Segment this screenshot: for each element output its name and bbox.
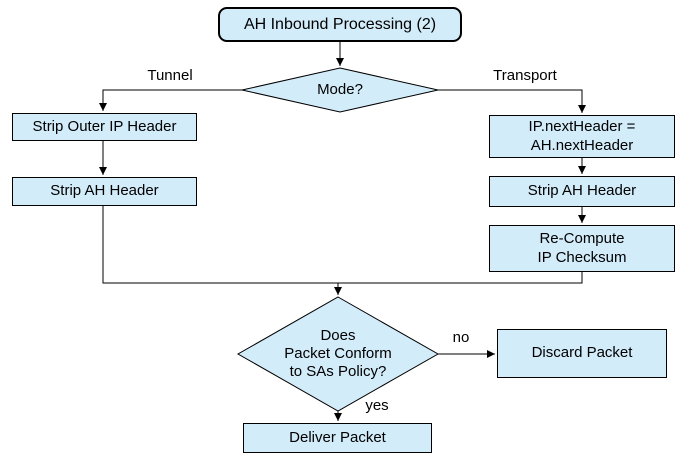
- edge-label-yes: yes: [365, 397, 389, 414]
- node-strip-outer-ip-header: Strip Outer IP Header: [12, 113, 197, 141]
- node-recompute-checksum: Re-Compute IP Checksum: [489, 225, 675, 272]
- node-strip-ah-header-tunnel: Strip AH Header: [12, 177, 197, 206]
- edge-merge-left: [102, 206, 338, 284]
- node-strip-ah-header-transport: Strip AH Header: [489, 176, 675, 207]
- edge-mode-transport-branch: [438, 89, 586, 113]
- edge-label-tunnel: Tunnel: [147, 67, 193, 84]
- node-deliver-packet: Deliver Packet: [243, 423, 432, 453]
- node-set-next-header: IP.nextHeader = AH.nextHeader: [489, 115, 675, 158]
- edge-merge-right: [338, 272, 583, 284]
- node-start: AH Inbound Processing (2): [218, 7, 462, 42]
- edge-label-transport: Transport: [493, 67, 557, 84]
- policy-decision-diamond: [236, 296, 440, 412]
- edge-mode-tunnel-branch: [99, 89, 242, 111]
- node-discard-packet: Discard Packet: [497, 329, 667, 378]
- edge-label-no: no: [452, 329, 470, 346]
- mode-decision-diamond: [241, 67, 439, 113]
